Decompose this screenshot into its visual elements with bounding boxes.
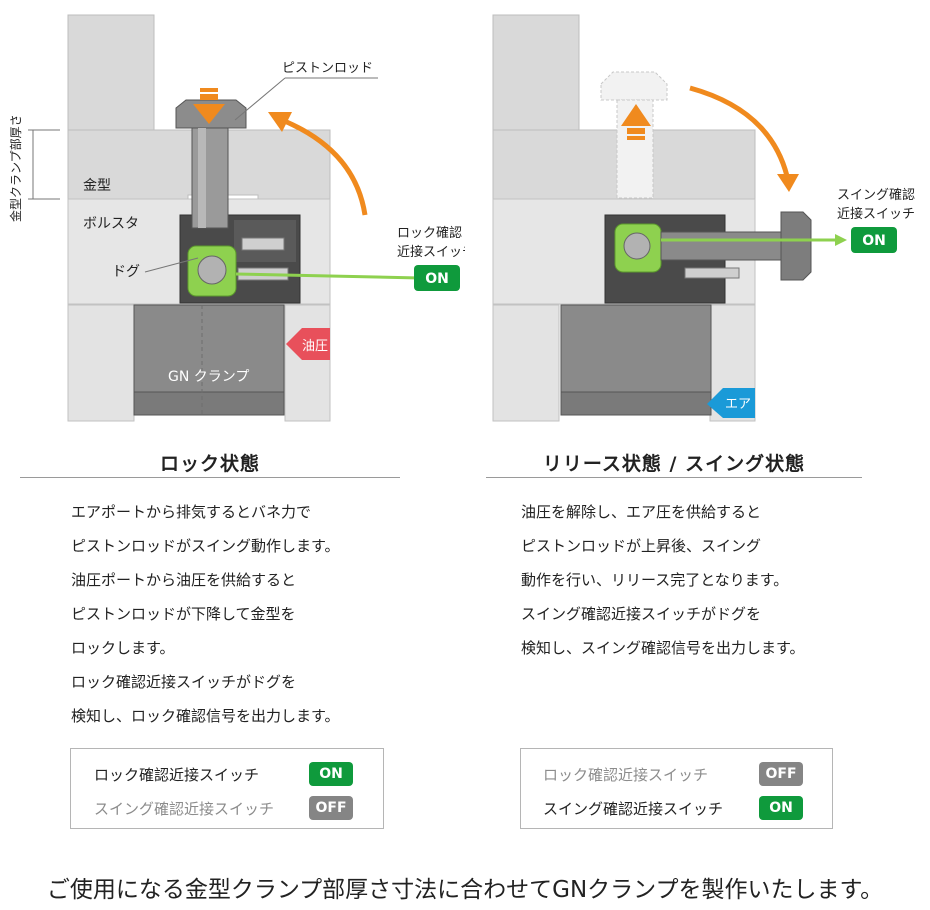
clamp-label: GN クランプ xyxy=(168,369,249,385)
dog-label: ドグ xyxy=(112,264,140,280)
oil-pressure-label: 油圧 xyxy=(302,339,328,354)
swing-switch-badge xyxy=(851,227,897,253)
release-description: 油圧を解除し、エア圧を供給すると ピストンロッドが上昇後、スイング 動作を行い、… xyxy=(521,495,805,665)
release-section-rule xyxy=(486,477,862,478)
release-state-diagram: エア スイング確認 近接スイッチ ON xyxy=(492,14,915,422)
status-label: ロック確認近接スイッチ xyxy=(543,765,709,784)
bolster-label: ボルスタ xyxy=(83,216,139,232)
air-label: エア xyxy=(725,397,751,412)
release-line: 油圧を解除し、エア圧を供給すると xyxy=(521,503,762,521)
lock-line: ロック確認近接スイッチがドグを xyxy=(71,673,297,691)
lock-section-rule xyxy=(20,477,400,478)
lock-description: エアポートから排気するとバネ力で ピストンロッドがスイング動作します。 油圧ポー… xyxy=(71,495,340,733)
release-section-title: リリース状態 / スイング状態 xyxy=(542,453,806,475)
lock-line: 検知し、ロック確認信号を出力します。 xyxy=(71,707,340,725)
lock-line: 油圧ポートから油圧を供給すると xyxy=(71,571,297,589)
lock-line: エアポートから排気するとバネ力で xyxy=(71,503,312,521)
status-label: ロック確認近接スイッチ xyxy=(94,765,260,784)
release-line: ピストンロッドが上昇後、スイング xyxy=(521,537,762,555)
status-badge-off: OFF xyxy=(759,762,803,786)
swing-switch-label-line2: 近接スイッチ xyxy=(837,206,915,222)
piston-rod-label: ピストンロッド xyxy=(282,61,373,76)
status-row: ロック確認近接スイッチ ON xyxy=(71,759,383,789)
release-line: スイング確認近接スイッチがドグを xyxy=(521,605,762,623)
mold-label: 金型 xyxy=(83,178,111,194)
swing-switch-state: ON xyxy=(862,233,886,249)
status-badge-off: OFF xyxy=(309,796,353,820)
status-row: スイング確認近接スイッチ OFF xyxy=(71,793,383,823)
lock-section-title: ロック状態 xyxy=(159,453,260,475)
status-badge-on: ON xyxy=(309,762,353,786)
lock-state-diagram: 金型クランプ部厚さ 金型 ボルスタ GN クランプ ピストンロッド ドグ 油圧 … xyxy=(8,14,465,422)
lock-line: ピストンロッドが下降して金型を xyxy=(71,605,296,623)
status-row: スイング確認近接スイッチ ON xyxy=(521,793,832,823)
lock-switch-state: ON xyxy=(425,271,449,287)
lock-switch-badge xyxy=(414,265,460,291)
status-label: スイング確認近接スイッチ xyxy=(543,799,724,818)
lock-switch-label-line1: ロック確認 xyxy=(397,225,462,241)
lock-line: ロックします。 xyxy=(71,639,175,657)
thickness-label: 金型クランプ部厚さ xyxy=(8,114,23,222)
release-line: 検知し、スイング確認信号を出力します。 xyxy=(521,639,805,657)
release-line: 動作を行い、リリース完了となります。 xyxy=(521,571,789,589)
status-row: ロック確認近接スイッチ OFF xyxy=(521,759,832,789)
lock-switch-label-line2: 近接スイッチ xyxy=(397,244,465,260)
lock-status-box: ロック確認近接スイッチ ON スイング確認近接スイッチ OFF xyxy=(70,748,384,829)
release-status-box: ロック確認近接スイッチ OFF スイング確認近接スイッチ ON xyxy=(520,748,833,829)
swing-switch-label-line1: スイング確認 xyxy=(837,187,915,203)
status-label: スイング確認近接スイッチ xyxy=(94,799,275,818)
lock-line: ピストンロッドがスイング動作します。 xyxy=(71,537,340,555)
status-badge-on: ON xyxy=(759,796,803,820)
footer-note: ご使用になる金型クランプ部厚さ寸法に合わせてGNクランプを製作いたします。 xyxy=(46,877,884,903)
